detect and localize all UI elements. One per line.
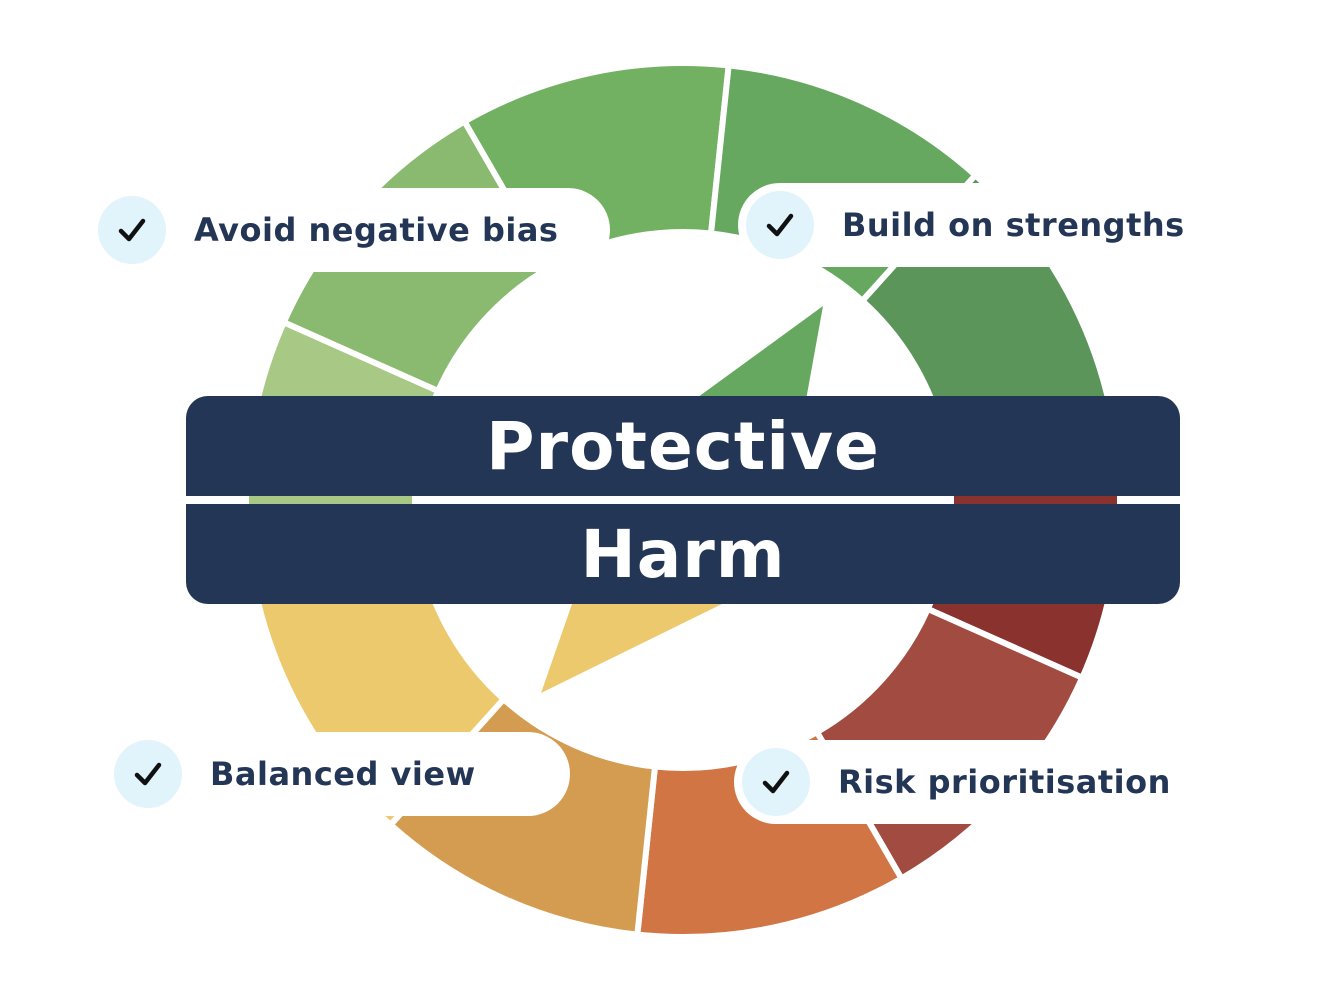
- callout-label: Balanced view: [210, 755, 476, 793]
- check-icon: [114, 740, 182, 808]
- check-icon: [746, 191, 814, 259]
- check-icon: [98, 196, 166, 264]
- protective-label: Protective: [486, 407, 880, 485]
- callout-balanced-view: Balanced view: [106, 732, 570, 816]
- harm-label-band: Harm: [186, 504, 1180, 604]
- check-icon: [742, 748, 810, 816]
- callout-label: Build on strengths: [842, 206, 1185, 244]
- callout-risk-prioritisation: Risk prioritisation: [734, 740, 1204, 824]
- callout-build-on-strengths: Build on strengths: [738, 183, 1228, 267]
- needle-bottom-half: [541, 604, 722, 693]
- needle-top-half: [694, 306, 823, 400]
- callout-avoid-negative-bias: Avoid negative bias: [90, 188, 610, 272]
- callout-label: Avoid negative bias: [194, 211, 559, 249]
- callout-label: Risk prioritisation: [838, 763, 1171, 801]
- protective-label-band: Protective: [186, 396, 1180, 496]
- harm-label: Harm: [580, 515, 786, 593]
